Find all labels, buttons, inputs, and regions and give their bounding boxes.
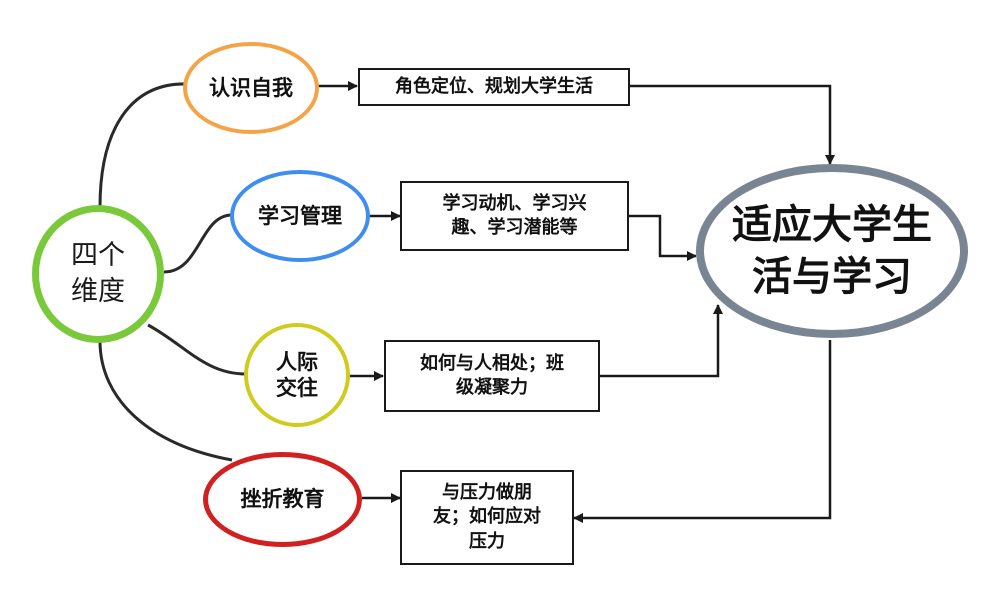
center-node-label: 四个 维度 <box>71 239 125 307</box>
detail-box-study: 学习动机、学习兴 趣、学习潜能等 <box>400 181 629 251</box>
branch-line-social <box>147 323 247 376</box>
connector-self-to-goal <box>630 84 835 165</box>
connector-study-to-goal <box>629 214 697 261</box>
detail-text-self: 角色定位、规划大学生活 <box>395 75 593 97</box>
dimension-node-self: 认识自我 <box>183 42 319 134</box>
dimension-node-social: 人际 交往 <box>244 323 350 427</box>
dimension-node-frustration: 挫折教育 <box>203 452 362 547</box>
dimension-label-self: 认识自我 <box>209 75 293 100</box>
detail-box-social: 如何与人相处；班 级凝聚力 <box>384 340 600 412</box>
detail-text-social: 如何与人相处；班 级凝聚力 <box>420 352 564 398</box>
connector-goal-to-frustration-detail <box>573 340 832 523</box>
detail-box-self: 角色定位、规划大学生活 <box>358 68 630 106</box>
dimension-label-social: 人际 交往 <box>276 349 318 400</box>
detail-box-frustration: 与压力做朋 友；如何应对 压力 <box>400 470 574 565</box>
goal-node: 适应大学生 活与学习 <box>696 164 968 338</box>
connector-social-to-goal <box>600 304 723 378</box>
detail-text-study: 学习动机、学习兴 趣、学习潜能等 <box>442 192 587 238</box>
branch-line-frustration <box>98 340 233 462</box>
dimension-label-frustration: 挫折教育 <box>240 487 325 512</box>
goal-node-label: 适应大学生 活与学习 <box>732 202 932 300</box>
detail-text-frustration: 与压力做朋 友；如何应对 压力 <box>433 482 541 552</box>
branch-line-self <box>98 82 189 208</box>
dimension-label-study: 学习管理 <box>258 203 342 228</box>
dimension-node-study: 学习管理 <box>230 170 370 262</box>
branch-line-study <box>163 213 233 274</box>
center-node: 四个 维度 <box>32 205 164 343</box>
